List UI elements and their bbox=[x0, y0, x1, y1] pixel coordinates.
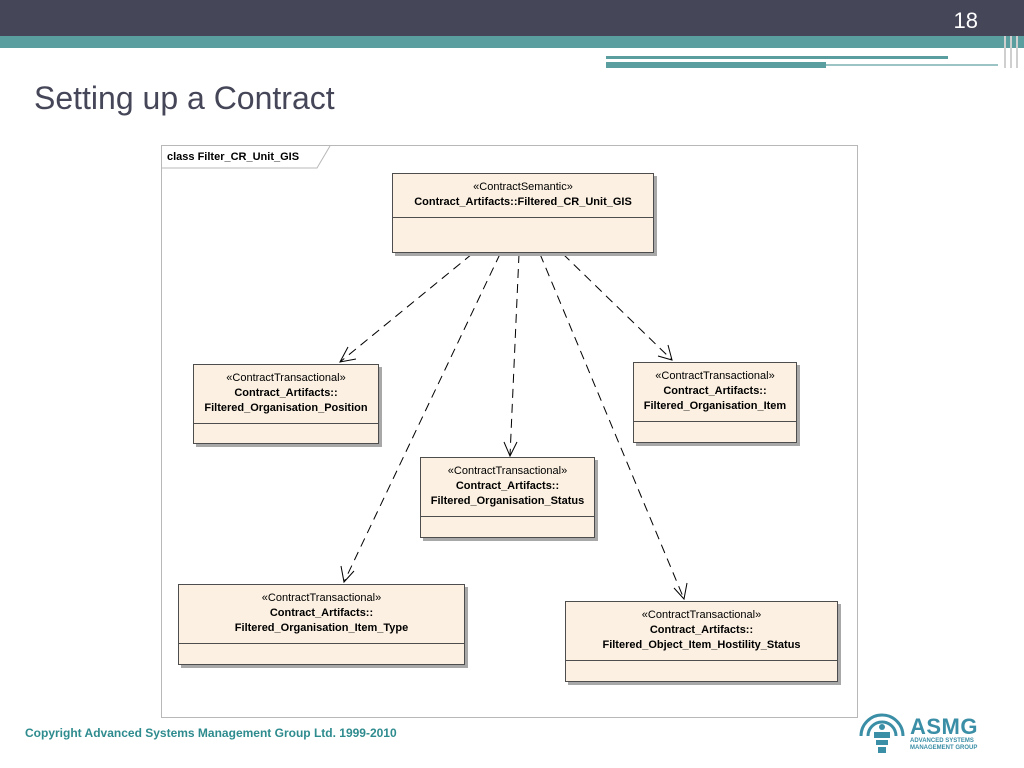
header-accent-band bbox=[0, 36, 1024, 48]
dependency-line bbox=[343, 253, 501, 583]
logo-subtitle: ADVANCED SYSTEMS bbox=[910, 738, 974, 744]
header-bar bbox=[0, 0, 1024, 36]
class-box-organisation-item[interactable]: «ContractTransactional» Contract_Artifac… bbox=[633, 362, 797, 443]
class-name: Contract_Artifacts:: bbox=[663, 385, 767, 397]
frame-label: class Filter_CR_Unit_GIS bbox=[167, 151, 300, 163]
dependency-arrows bbox=[162, 146, 688, 601]
class-stereotype: «ContractTransactional» bbox=[655, 370, 775, 382]
slide-number: 18 bbox=[953, 8, 978, 33]
frame-tab bbox=[162, 146, 331, 169]
class-stereotype: «ContractTransactional» bbox=[641, 609, 762, 621]
arrowhead-icon bbox=[657, 344, 673, 361]
slide-title: Setting up a Contract bbox=[34, 80, 335, 116]
dependency-line bbox=[339, 253, 473, 363]
class-box-organisation-item-type[interactable]: «ContractTransactional» Contract_Artifac… bbox=[178, 584, 465, 665]
class-name: Filtered_Object_Item_Hostility_Status bbox=[602, 639, 801, 651]
class-name: Filtered_Organisation_Status bbox=[430, 495, 585, 507]
class-name: Contract_Artifacts:: bbox=[269, 607, 374, 619]
class-box-organisation-position[interactable]: «ContractTransactional» Contract_Artifac… bbox=[193, 364, 379, 444]
class-name: Filtered_Organisation_Position bbox=[204, 402, 368, 414]
class-name-compartment: «ContractTransactional» Contract_Artifac… bbox=[179, 585, 464, 644]
header-stripe bbox=[1016, 36, 1018, 68]
dependency-line bbox=[509, 253, 520, 457]
class-box-hostility-status[interactable]: «ContractTransactional» Contract_Artifac… bbox=[565, 601, 838, 682]
header-accent-line bbox=[826, 64, 998, 66]
class-stereotype: «ContractTransactional» bbox=[447, 465, 568, 477]
arrowhead-icon bbox=[673, 582, 688, 601]
asmg-logo: ASMG ADVANCED SYSTEMS MANAGEMENT GROUP bbox=[858, 712, 988, 754]
class-stereotype: «ContractTransactional» bbox=[226, 372, 346, 384]
class-name-compartment: «ContractTransactional» Contract_Artifac… bbox=[634, 363, 796, 422]
class-name-compartment: «ContractTransactional» Contract_Artifac… bbox=[566, 602, 837, 661]
class-name-compartment: «ContractSemantic» Contract_Artifacts::F… bbox=[393, 174, 653, 218]
uml-diagram-frame: class Filter_CR_Unit_GIS «ContractSemant… bbox=[161, 145, 858, 718]
arrowhead-icon bbox=[340, 565, 355, 584]
class-name: Contract_Artifacts:: bbox=[455, 480, 560, 492]
class-name: Filtered_Organisation_Item bbox=[643, 400, 787, 412]
logo-subtitle: MANAGEMENT GROUP bbox=[910, 745, 978, 751]
igloo-icon bbox=[859, 713, 905, 753]
class-stereotype: «ContractSemantic» bbox=[473, 181, 573, 193]
header-stripe bbox=[1004, 36, 1006, 68]
arrowhead-icon bbox=[503, 441, 518, 458]
class-name: Filtered_Organisation_Item_Type bbox=[234, 622, 409, 634]
dependency-line bbox=[539, 253, 685, 600]
dependency-line bbox=[562, 253, 673, 361]
arrowhead-icon bbox=[339, 346, 357, 363]
class-name: Contract_Artifacts:: bbox=[649, 624, 754, 636]
class-box-semantic[interactable]: «ContractSemantic» Contract_Artifacts::F… bbox=[392, 173, 654, 253]
class-name: Contract_Artifacts::Filtered_CR_Unit_GIS bbox=[414, 196, 632, 208]
header-accent-line bbox=[606, 56, 948, 59]
header-accent-line bbox=[606, 62, 826, 68]
copyright-text: Copyright Advanced Systems Management Gr… bbox=[25, 726, 397, 740]
class-stereotype: «ContractTransactional» bbox=[261, 592, 382, 604]
header-stripe bbox=[1010, 36, 1012, 68]
logo-name: ASMG bbox=[910, 714, 978, 739]
class-box-organisation-status[interactable]: «ContractTransactional» Contract_Artifac… bbox=[420, 457, 595, 538]
class-name-compartment: «ContractTransactional» Contract_Artifac… bbox=[421, 458, 594, 517]
class-name: Contract_Artifacts:: bbox=[234, 387, 338, 399]
class-name-compartment: «ContractTransactional» Contract_Artifac… bbox=[194, 365, 378, 424]
